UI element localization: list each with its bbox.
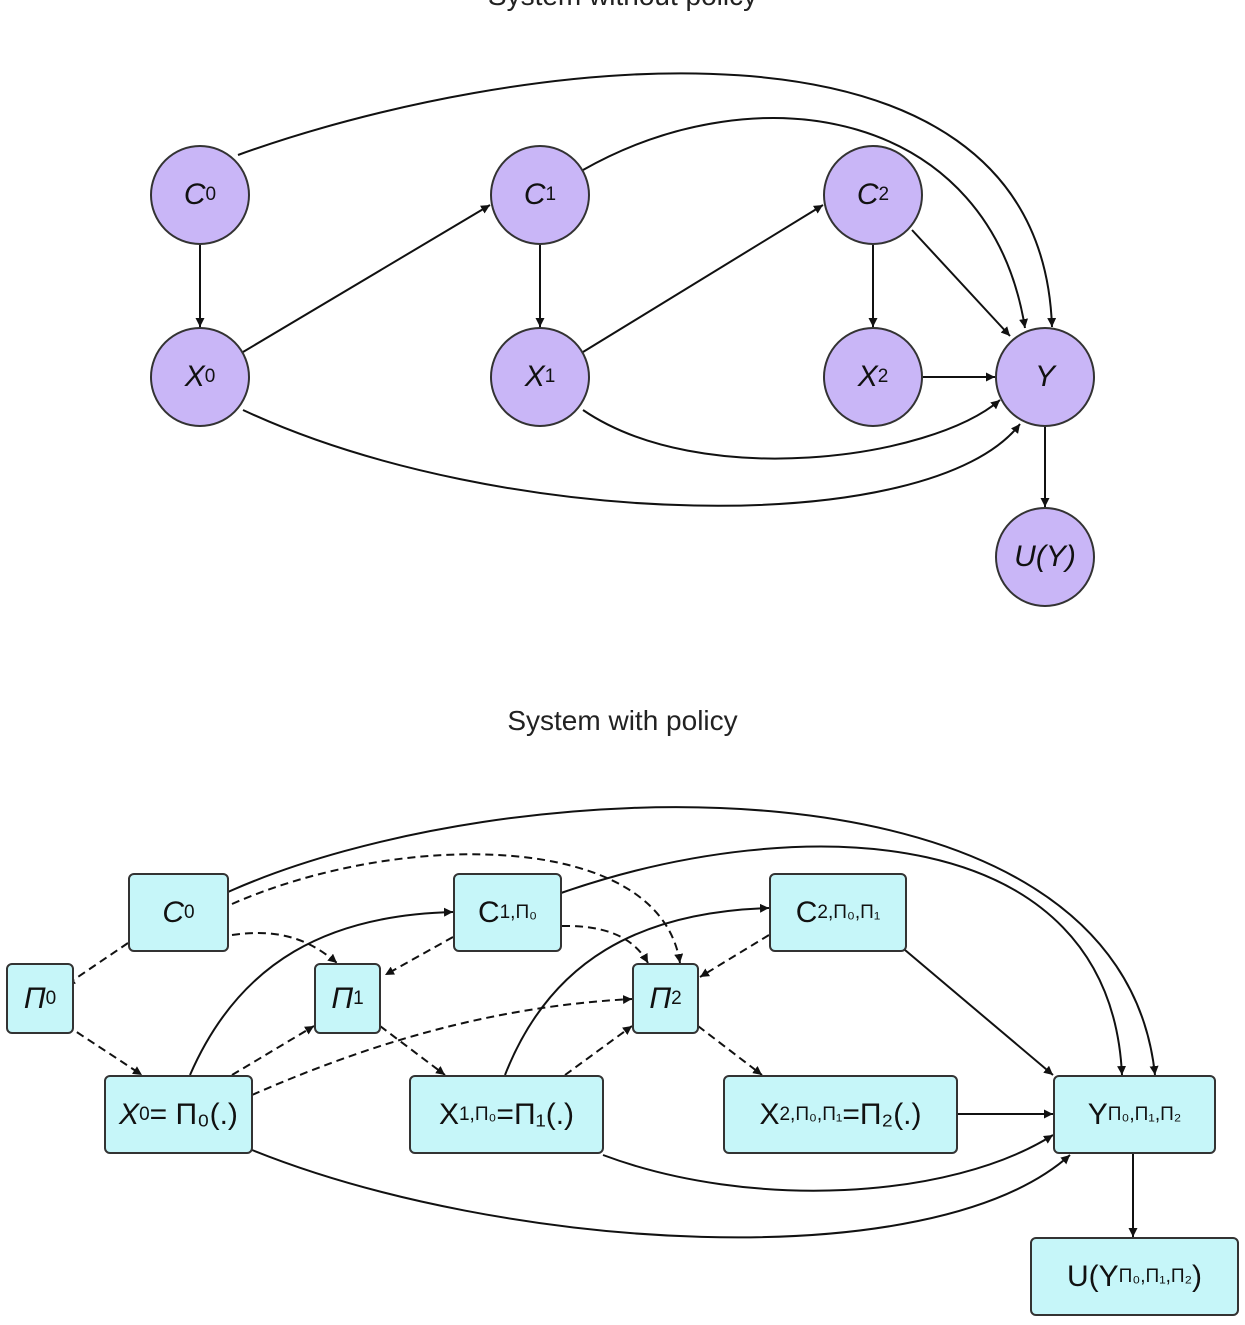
edge-pi0-x0 bbox=[65, 1024, 143, 1076]
node-label: = Π₀(.) bbox=[149, 1097, 238, 1131]
node-label: 0 bbox=[205, 184, 217, 205]
node-label: 1 bbox=[544, 366, 556, 387]
node-label: Y bbox=[1087, 1097, 1108, 1131]
node-label: C bbox=[162, 895, 185, 929]
edge-x0-c1-pi bbox=[189, 907, 454, 1076]
edge-c1-pi1 bbox=[384, 936, 454, 976]
edge-x1-y-pi bbox=[602, 1134, 1054, 1192]
node-label: Π bbox=[649, 981, 672, 1015]
node-label: Π₀,Π₁,Π₂ bbox=[1118, 1265, 1193, 1287]
node-label: =Π₁(.) bbox=[496, 1097, 575, 1131]
edge-x1-pi2 bbox=[564, 1025, 633, 1076]
node-label: Π₀,Π₁,Π₂ bbox=[1107, 1103, 1182, 1125]
node-label: U(Y bbox=[1066, 1259, 1119, 1293]
node-label: C bbox=[183, 178, 206, 211]
node-label: 2,Π₀,Π₁ bbox=[817, 901, 881, 923]
node-label: C bbox=[523, 178, 546, 211]
node-label: 2 bbox=[877, 366, 889, 387]
node-label: U(Y) bbox=[1014, 540, 1076, 573]
node-label: X bbox=[857, 360, 878, 393]
node-label: ) bbox=[1192, 1259, 1203, 1293]
node-label: 0 bbox=[204, 366, 216, 387]
edge-x0-y bbox=[242, 409, 1021, 507]
node-label: Y bbox=[1034, 360, 1055, 393]
node-y: Y bbox=[995, 327, 1095, 427]
edge-c0-pi1 bbox=[231, 932, 338, 964]
edge-c0-pi0 bbox=[65, 942, 129, 986]
edge-c0-pi2 bbox=[231, 853, 684, 964]
top-title: System without policy bbox=[0, 0, 1245, 12]
edge-x1-c2 bbox=[582, 204, 824, 353]
node-label: C bbox=[795, 895, 818, 929]
node-label: 2 bbox=[671, 987, 682, 1009]
node-label: X bbox=[184, 360, 205, 393]
node-label: Π bbox=[331, 981, 354, 1015]
edge-c2-y-pi bbox=[904, 949, 1054, 1076]
node-label: C bbox=[856, 178, 879, 211]
edge-c2-y bbox=[911, 229, 1011, 337]
node-label: 2,Π₀,Π₁ bbox=[779, 1103, 843, 1125]
edge-c2-pi2 bbox=[699, 934, 770, 978]
edge-pi1-x1 bbox=[379, 1025, 446, 1076]
node-label: 1,Π₀ bbox=[458, 1103, 497, 1125]
node-label: C bbox=[477, 895, 500, 929]
bottom-title: System with policy bbox=[507, 705, 738, 736]
node-label: 0 bbox=[45, 987, 57, 1009]
node-label: 0 bbox=[139, 1103, 150, 1125]
node-u-y: U(Y) bbox=[995, 507, 1095, 607]
node-label: =Π₂(.) bbox=[842, 1097, 922, 1131]
node-label: X bbox=[524, 360, 545, 393]
node-label: 2 bbox=[878, 184, 890, 205]
edge-c1-pi2 bbox=[561, 924, 649, 964]
node-label: 1,Π₀ bbox=[499, 901, 538, 923]
node-label: Π bbox=[23, 981, 46, 1015]
node-label: X bbox=[119, 1097, 140, 1131]
edge-c1-y-pi bbox=[560, 845, 1127, 1076]
node-label: 1 bbox=[353, 987, 364, 1009]
edge-x0-pi2 bbox=[251, 994, 633, 1096]
node-label: 0 bbox=[184, 901, 195, 923]
edge-c1-y bbox=[582, 117, 1029, 329]
edge-x1-c2-pi bbox=[504, 903, 770, 1076]
edge-x1-y bbox=[582, 399, 1001, 460]
edge-c0-y bbox=[237, 72, 1057, 328]
edge-pi2-x2 bbox=[697, 1025, 763, 1076]
node-label: 1 bbox=[545, 184, 557, 205]
edge-x0-c1 bbox=[242, 204, 491, 353]
edge-c0-y-pi bbox=[227, 806, 1159, 1076]
node-label: X bbox=[438, 1097, 459, 1131]
edge-x0-pi1 bbox=[231, 1025, 315, 1076]
node-label: X bbox=[759, 1097, 780, 1131]
edge-x0-y-pi bbox=[251, 1149, 1071, 1239]
